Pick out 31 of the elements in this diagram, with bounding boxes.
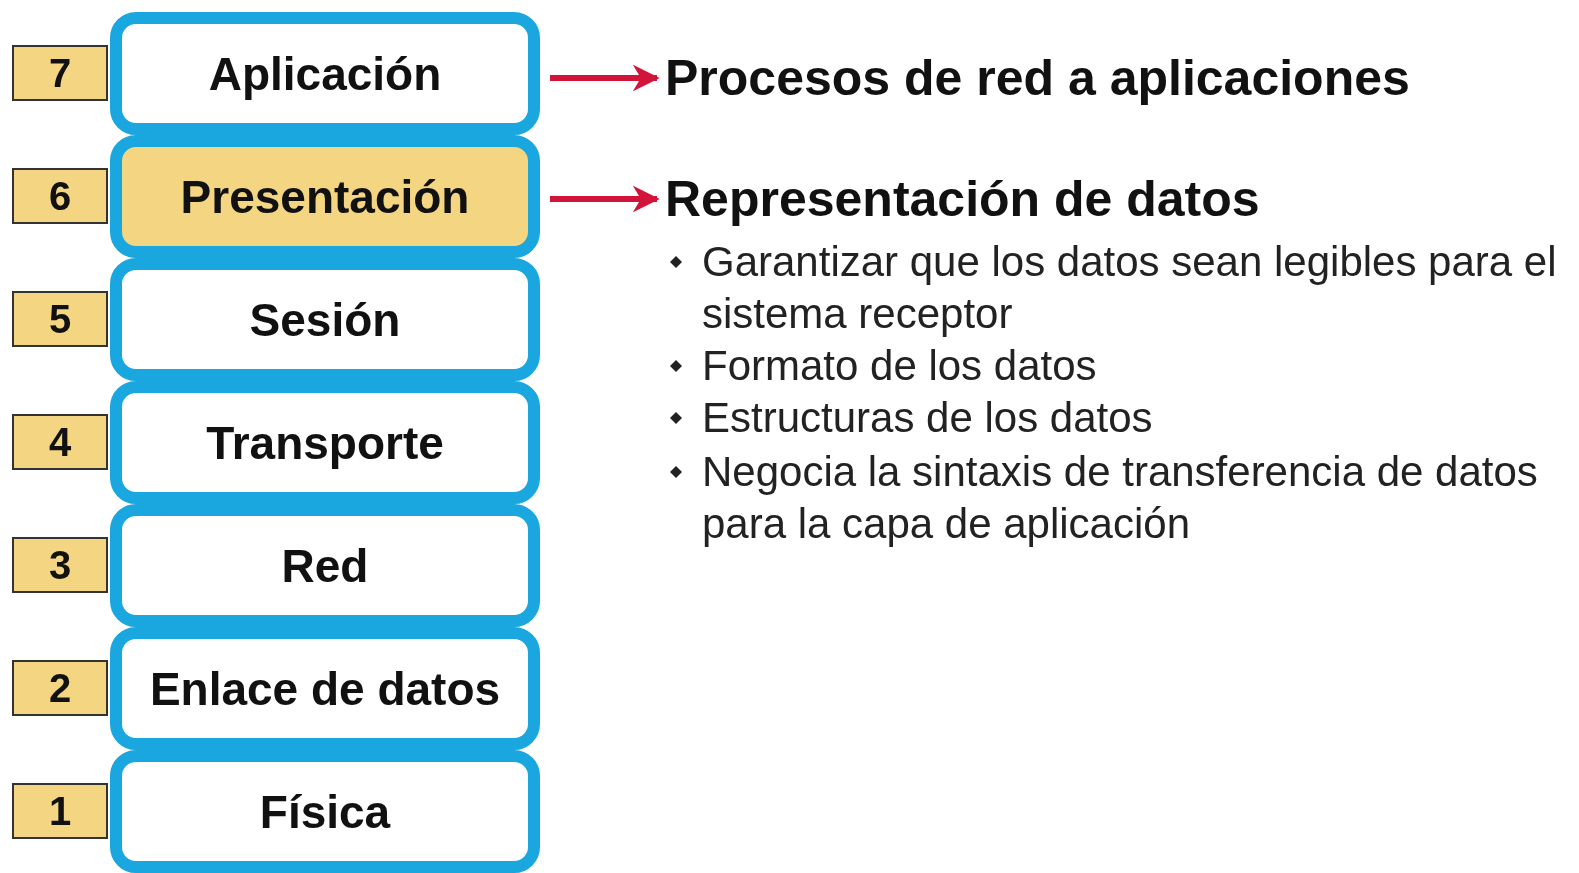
layer-number — [12, 414, 108, 470]
bullet-text: Formato de los datos — [702, 341, 1098, 391]
layer-number — [12, 783, 108, 839]
layer-number — [12, 45, 108, 101]
layer-name: Red — [281, 538, 369, 593]
layer-number-text: 7 — [48, 50, 72, 96]
layer-number-text: 3 — [48, 542, 72, 588]
bullet-text: Negocia la sintaxis de transferencia de datos para la capa de aplicación — [702, 447, 1539, 549]
bullet-text: Estructuras de los datos — [702, 393, 1154, 443]
arrow — [550, 64, 660, 92]
layer-number — [12, 168, 108, 224]
layer-number — [12, 291, 108, 347]
layer-name: Aplicación — [208, 46, 442, 101]
layer-number-text: 6 — [48, 173, 72, 219]
layer-name: Sesión — [249, 292, 401, 347]
arrow — [550, 185, 660, 213]
layer-name: Presentación — [180, 169, 470, 224]
layer-number-text: 2 — [48, 665, 72, 711]
layer-name: Enlace de datos — [149, 661, 501, 716]
bullet-text: Garantizar que los datos sean legibles para el sistema receptor — [702, 237, 1558, 339]
heading-text: Procesos de red a aplicaciones — [665, 49, 1410, 107]
layer-number — [12, 537, 108, 593]
osi-layer-box — [110, 12, 540, 135]
osi-layer-box — [110, 750, 540, 873]
layer-number-text: 4 — [48, 419, 72, 465]
heading-text: Representación de datos — [665, 170, 1260, 228]
layer-number-text: 1 — [48, 788, 72, 834]
layer-number — [12, 660, 108, 716]
layer-name: Física — [259, 784, 391, 839]
layer-name: Transporte — [206, 415, 444, 470]
layer-number-text: 5 — [48, 296, 72, 342]
